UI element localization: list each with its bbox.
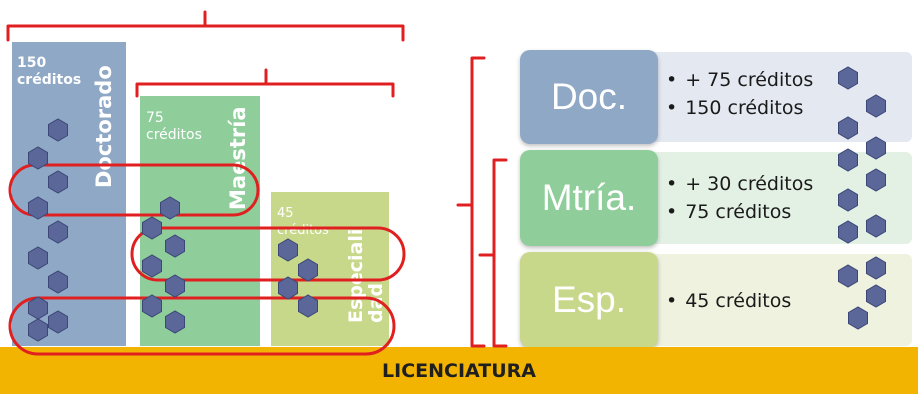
hexagon-icon (838, 116, 858, 140)
esp-bullets: 45 créditos (666, 287, 791, 315)
doc-bullets: + 75 créditos 150 créditos (666, 66, 813, 122)
hexagon-icon (866, 168, 886, 192)
hexagon-icon (48, 310, 68, 334)
hexagon-icon (838, 148, 858, 172)
doc-bullet-1: + 75 créditos (666, 66, 813, 94)
hexagon-icon (298, 258, 318, 282)
curly-bracket-icon (478, 158, 508, 348)
hexagon-icon (866, 256, 886, 280)
licenciatura-label: LICENCIATURA (382, 360, 536, 382)
hexagon-icon (838, 66, 858, 90)
mtria-bullet-1: + 30 créditos (666, 170, 813, 198)
maestria-credits: 75 créditos (146, 110, 202, 143)
hexagon-icon (28, 296, 48, 320)
hexagon-icon (848, 306, 868, 330)
mtria-label: Mtría. (541, 177, 637, 218)
hexagon-icon (165, 234, 185, 258)
ring-ellipse (8, 163, 260, 217)
doctorado-column (12, 42, 126, 346)
doc-label-box: Doc. (520, 50, 658, 144)
hexagon-icon (165, 274, 185, 298)
hexagon-icon (48, 170, 68, 194)
hexagon-icon (278, 238, 298, 262)
doc-label: Doc. (550, 76, 628, 117)
esp-bullet-1: 45 créditos (666, 287, 791, 315)
hexagon-icon (28, 246, 48, 270)
hexagon-icon (278, 276, 298, 300)
curly-bracket-icon (6, 10, 405, 42)
mtria-bullets: + 30 créditos 75 créditos (666, 170, 813, 226)
hexagon-icon (866, 214, 886, 238)
hexagon-icon (142, 216, 162, 240)
curly-bracket-icon (456, 56, 486, 348)
hexagon-icon (48, 270, 68, 294)
mtria-bullet-2: 75 créditos (666, 198, 813, 226)
hexagon-icon (28, 318, 48, 342)
ring-ellipse (130, 226, 406, 282)
hexagon-icon (142, 294, 162, 318)
hexagon-icon (838, 220, 858, 244)
hexagon-icon (28, 146, 48, 170)
hexagon-icon (298, 294, 318, 318)
hexagon-icon (160, 196, 180, 220)
mtria-label-box: Mtría. (520, 150, 658, 246)
hexagon-icon (165, 310, 185, 334)
hexagon-icon (142, 254, 162, 278)
hexagon-icon (48, 118, 68, 142)
esp-label-box: Esp. (520, 252, 658, 348)
doc-bullet-2: 150 créditos (666, 94, 813, 122)
hexagon-icon (838, 188, 858, 212)
doctorado-credits: 150 créditos (17, 55, 82, 88)
esp-label: Esp. (551, 279, 627, 320)
hexagon-icon (838, 264, 858, 288)
hexagon-icon (28, 196, 48, 220)
hexagon-icon (866, 136, 886, 160)
curly-bracket-icon (135, 68, 395, 98)
hexagon-icon (866, 94, 886, 118)
ring-ellipse (8, 296, 396, 356)
especialidad-column (271, 192, 389, 346)
hexagon-icon (48, 220, 68, 244)
hexagon-icon (866, 284, 886, 308)
